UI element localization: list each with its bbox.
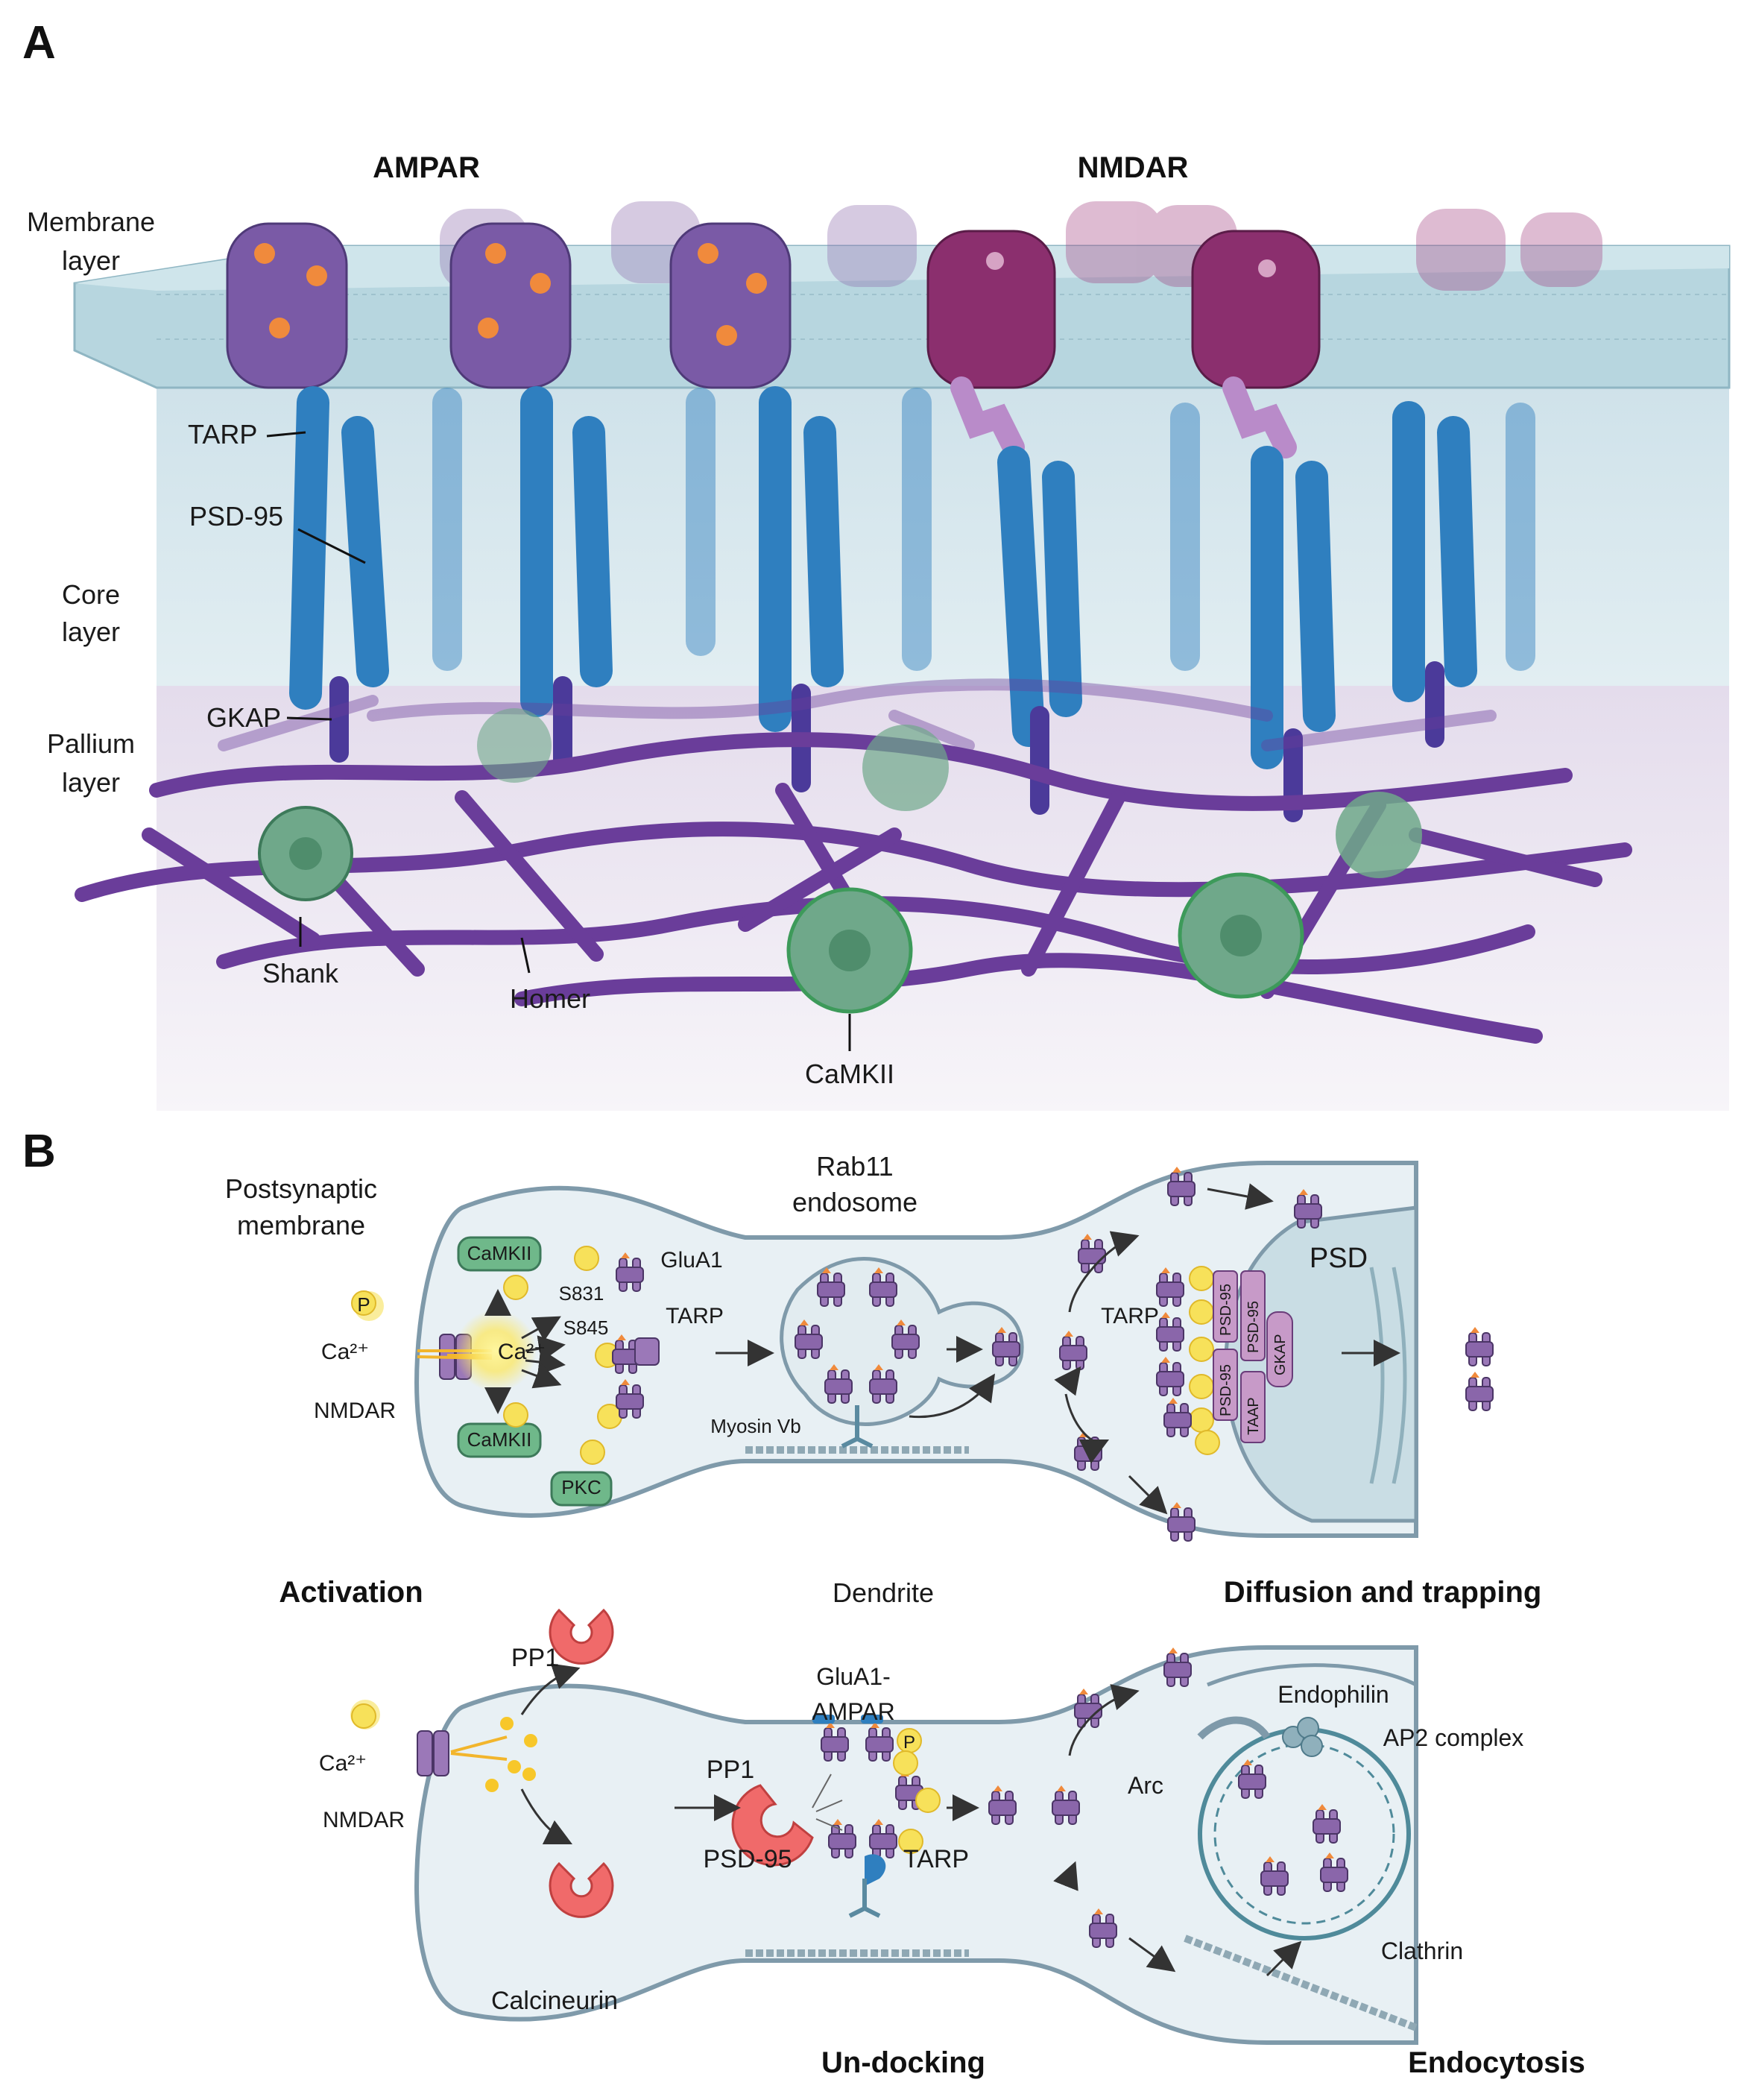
transport-arrows-top: [716, 1183, 1400, 1515]
camkii-top-label: CaMKII: [467, 1242, 532, 1264]
tarp-label: TARP: [188, 419, 257, 450]
transport-arrows-bottom: [520, 1663, 1302, 1977]
psd-filaments: [1369, 1267, 1407, 1484]
activation-label: Activation: [279, 1576, 423, 1609]
psd95-columns: [289, 386, 1535, 822]
psd95-box-label-a: PSD-95: [1218, 1284, 1234, 1336]
rab11-label-2: endosome: [792, 1187, 917, 1217]
camkii-holoenzymes: [258, 708, 1422, 1014]
gkap-box-label: GKAP: [1272, 1334, 1289, 1375]
clathrin-label: Clathrin: [1381, 1937, 1463, 1964]
tarp-leader: [266, 431, 306, 438]
nmdar-label: NMDAR: [1078, 151, 1189, 184]
ca-signaling-arrows: [484, 1289, 566, 1414]
pp1-top-label: PP1: [511, 1644, 559, 1672]
background-receptors: [440, 201, 1602, 291]
camkii-bottom-label: CaMKII: [467, 1428, 532, 1451]
psd-label: PSD: [1310, 1243, 1368, 1274]
undocking-label: Un-docking: [821, 2046, 985, 2079]
diffusion-trapping-label: Diffusion and trapping: [1224, 1576, 1542, 1609]
ampar-label: AMPAR: [373, 151, 480, 184]
pkc-shape: [550, 1471, 613, 1507]
psd-scaffold-boxes: [1213, 1270, 1293, 1443]
glua1-ampar-label-2: AMPAR: [812, 1698, 894, 1725]
homer-leader: [520, 937, 531, 974]
ap2-complex-shape: [1282, 1717, 1323, 1757]
membrane-layer-label-2: layer: [62, 245, 120, 276]
postsynaptic-membrane-label-2: membrane: [237, 1210, 365, 1240]
postsynaptic-membrane-label-1: Postsynaptic: [225, 1173, 377, 1204]
endocytosis-label: Endocytosis: [1408, 2046, 1585, 2079]
ca-center-label: Ca²⁺: [498, 1340, 546, 1364]
membrane-layer-label-1: Membrane: [27, 206, 155, 237]
ppi-dephosphorylation-lines: [812, 1773, 843, 1831]
psd95-label: PSD-95: [189, 501, 283, 532]
phospho-p-label: P: [357, 1293, 370, 1316]
ap2-complex-label: AP2 complex: [1383, 1724, 1524, 1751]
tarp-bottom-label: TARP: [903, 1845, 969, 1873]
glua1-label: GluA1: [660, 1248, 722, 1273]
panel-a-letter: A: [22, 17, 56, 69]
psd95-leader: [297, 528, 366, 564]
tarp-right-label: TARP: [1101, 1304, 1159, 1328]
homer-label: Homer: [510, 983, 590, 1014]
scaffold-network-faded: [218, 678, 1497, 751]
nmdar-receptors: [926, 230, 1321, 458]
pallium-layer-label-2: layer: [62, 767, 120, 798]
myosin-label: Myosin Vb: [710, 1415, 800, 1437]
pp1-mid-label: PP1: [707, 1756, 754, 1784]
ampar-receptors: [226, 222, 792, 389]
ca-bottom-label: Ca²⁺: [319, 1751, 367, 1776]
calcineurin-label: Calcineurin: [491, 1987, 618, 2015]
nmdar-bottom-label: NMDAR: [323, 1808, 405, 1832]
pkc-label: PKC: [561, 1476, 601, 1498]
tarp-top-label: TARP: [666, 1304, 724, 1328]
core-layer-label-1: Core: [62, 579, 120, 610]
ca-left-label: Ca²⁺: [321, 1340, 369, 1364]
pp1-top-shape: [549, 1608, 614, 1665]
camkii-label: CaMKII: [805, 1059, 894, 1089]
panel-a: A: [22, 17, 1731, 1111]
calcineurin-shape: [549, 1861, 614, 1918]
s831-label: S831: [559, 1282, 604, 1305]
psd95-box-label-b: PSD-95: [1218, 1364, 1234, 1416]
s845-label: S845: [563, 1317, 609, 1339]
tarp-psd95-anchors: [812, 1715, 886, 1918]
ca-glow: [455, 1310, 537, 1392]
taap-box-label: TAAP: [1245, 1397, 1262, 1435]
endophilin-shape: [1197, 1716, 1271, 1740]
shank-label: Shank: [262, 958, 339, 988]
phosphatases: [549, 1608, 814, 1918]
psd95-box-label-c: PSD-95: [1245, 1301, 1262, 1353]
psd95-bottom-label: PSD-95: [703, 1845, 792, 1873]
panel-b-letter: B: [22, 1126, 56, 1177]
panel-b: B: [22, 1126, 1585, 2079]
core-layer-label-2: layer: [62, 617, 120, 647]
rab11-label-1: Rab11: [816, 1151, 893, 1182]
core-layer-region: [157, 388, 1729, 686]
actin-track: [745, 1405, 969, 1454]
nmdar-top-label: NMDAR: [314, 1399, 396, 1423]
pallium-layer-label-1: Pallium: [47, 728, 135, 759]
gkap-label: GKAP: [206, 702, 281, 733]
gkap-leader: [286, 716, 332, 721]
glua1-ampar-label-1: GluA1-: [816, 1663, 891, 1690]
camkii-top-shape: [457, 1236, 542, 1272]
arc-label: Arc: [1128, 1772, 1163, 1799]
endophilin-label: Endophilin: [1277, 1681, 1389, 1708]
camkii-bottom-shape: [457, 1422, 542, 1458]
phospho-p-bottom-label: P: [903, 1732, 915, 1753]
dendrite-label: Dendrite: [833, 1577, 934, 1608]
kinases: [457, 1236, 613, 1507]
tarp-box-top: [634, 1337, 660, 1366]
